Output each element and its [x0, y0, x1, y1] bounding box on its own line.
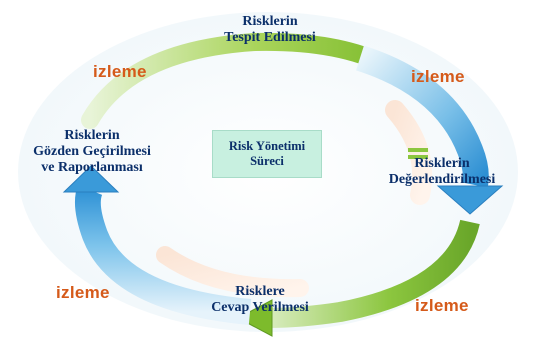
monitor-label-bottom-left: izleme	[56, 283, 110, 302]
monitor-label-top-left: izleme	[93, 62, 147, 81]
accent-bar-1	[408, 148, 428, 152]
center-title-box: Risk Yönetimi Süreci	[212, 130, 322, 178]
step-identify: Risklerin Tespit Edilmesi	[200, 14, 340, 46]
step-identify-line2: Tespit Edilmesi	[224, 30, 316, 45]
step-review-line1: Risklerin	[64, 128, 120, 143]
step-evaluate-line1: Risklerin	[414, 156, 470, 171]
arrow-head-right	[436, 185, 504, 215]
arc-left	[74, 185, 252, 325]
step-respond-line2: Cevap Verilmesi	[211, 300, 309, 315]
arrow-head-left	[62, 165, 120, 193]
step-review: Risklerin Gözden Geçirilmesi ve Raporlan…	[12, 128, 172, 176]
step-review-line3: ve Raporlanması	[41, 160, 143, 175]
step-evaluate: Risklerin Değerlendirilmesi	[372, 156, 512, 188]
accent-bar-2	[408, 155, 428, 159]
center-title-line1: Risk Yönetimi	[228, 139, 306, 153]
monitor-label-bottom-right: izleme	[415, 296, 469, 315]
arc-bottom	[267, 219, 480, 328]
step-identify-line1: Risklerin	[242, 14, 298, 29]
step-evaluate-line2: Değerlendirilmesi	[388, 172, 496, 187]
arc-top	[81, 32, 404, 129]
arc-right	[355, 45, 489, 188]
step-respond-line1: Risklere	[235, 284, 285, 299]
center-title-line2: Süreci	[250, 154, 284, 168]
step-respond: Risklere Cevap Verilmesi	[190, 284, 330, 316]
inner-band-bottom	[156, 246, 309, 298]
arrow-head-bottom	[236, 299, 273, 337]
monitor-label-top-right: izleme	[411, 67, 465, 86]
step-review-line2: Gözden Geçirilmesi	[33, 144, 151, 159]
